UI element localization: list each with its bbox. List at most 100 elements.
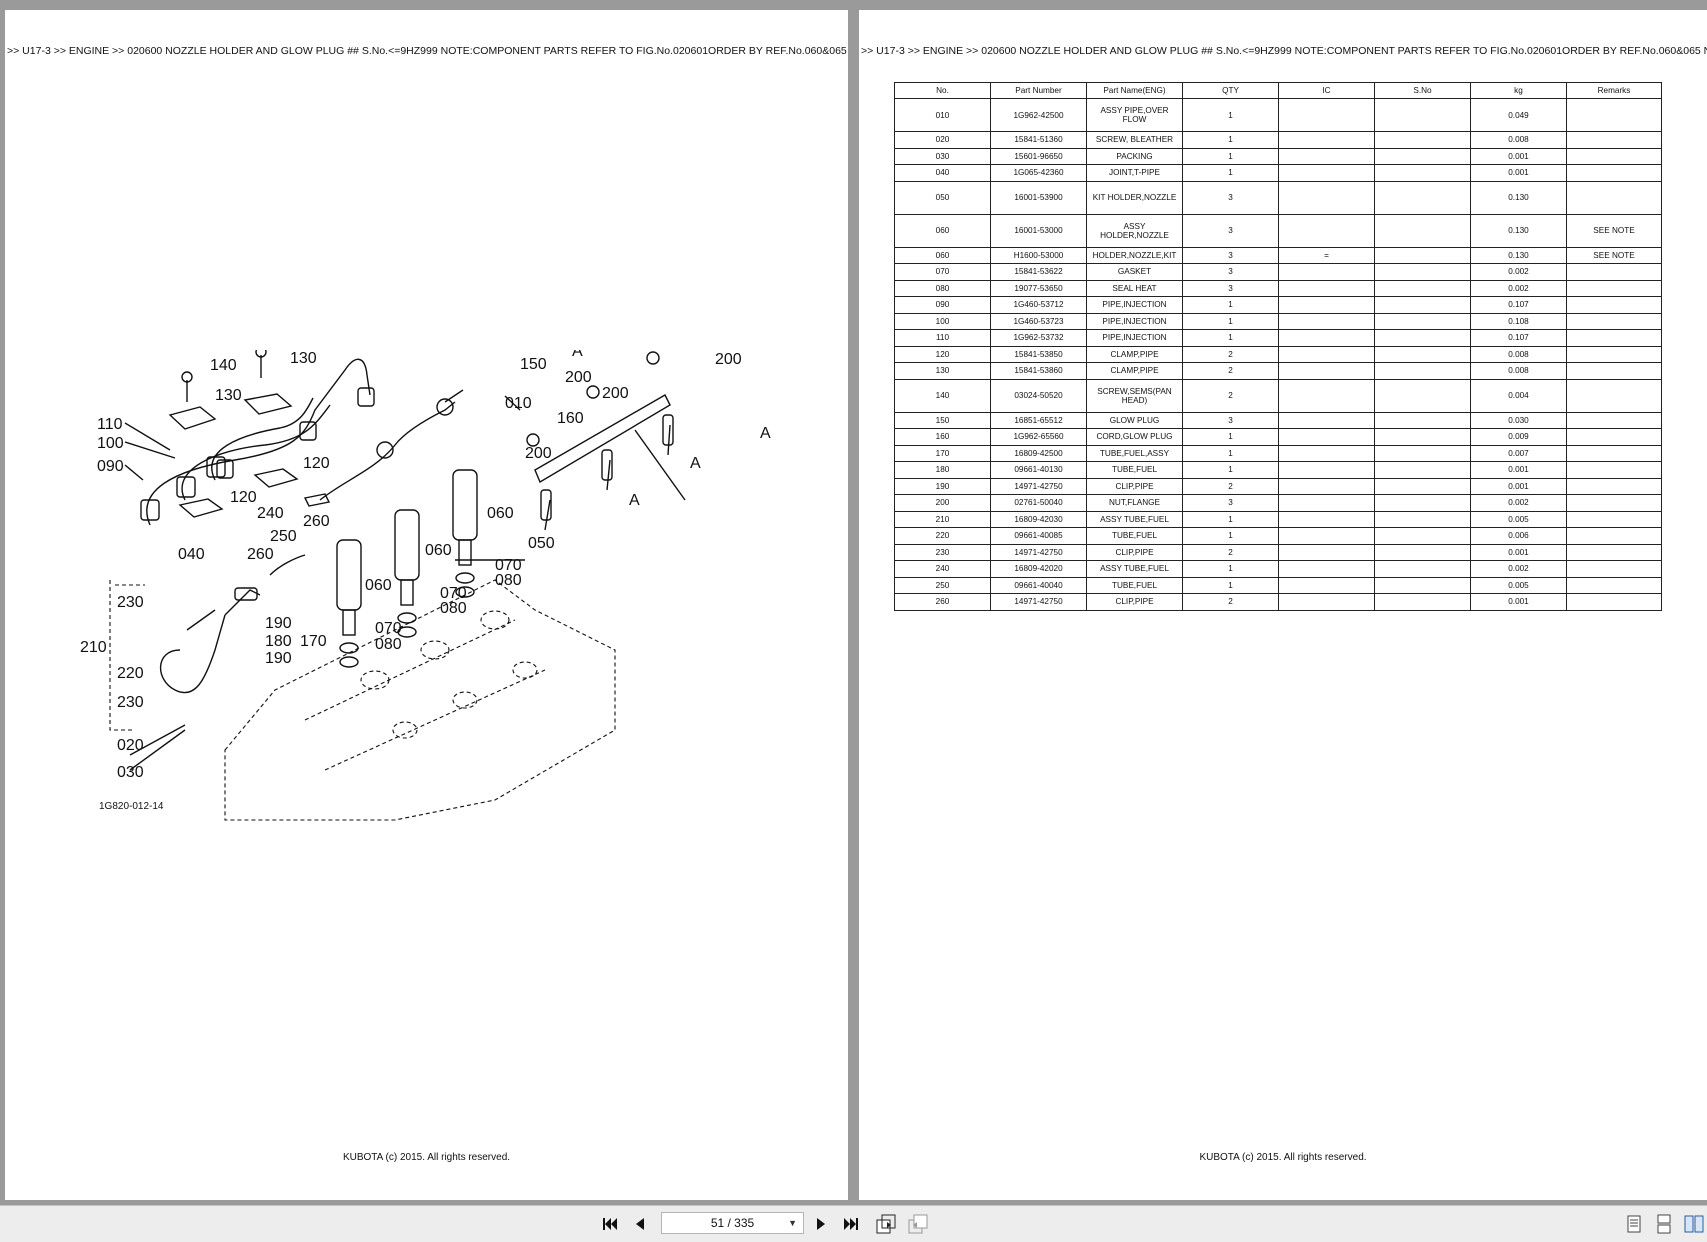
table-cell: SEAL HEAT	[1086, 279, 1183, 297]
table-cell: 14971-42750	[990, 593, 1087, 611]
table-cell: 3	[1182, 213, 1279, 248]
table-cell	[1278, 411, 1375, 429]
table-cell	[1278, 213, 1375, 248]
table-cell: 0.001	[1470, 164, 1567, 182]
table-cell	[1278, 593, 1375, 611]
table-cell: 15841-53622	[990, 263, 1087, 281]
table-cell: 0.008	[1470, 345, 1567, 363]
table-cell	[1374, 527, 1471, 545]
table-cell	[1278, 296, 1375, 314]
table-cell	[1374, 510, 1471, 528]
table-cell: 1	[1182, 444, 1279, 462]
table-cell	[1374, 494, 1471, 512]
table-cell	[1566, 543, 1662, 561]
table-cell	[1374, 131, 1471, 149]
callout: 170	[300, 633, 327, 650]
table-header-row: No. Part Number Part Name(ENG) QTY IC S.…	[894, 82, 1662, 99]
table-cell: 09661-40040	[990, 576, 1087, 594]
callout: 260	[247, 546, 274, 563]
rotate-view-button[interactable]	[874, 1212, 898, 1236]
table-cell: 1G962-53732	[990, 329, 1087, 347]
two-page-view-button[interactable]	[1682, 1212, 1706, 1236]
table-cell: 0.006	[1470, 527, 1567, 545]
callout: 040	[178, 546, 205, 563]
table-cell: 160	[894, 428, 991, 446]
column-header: Remarks	[1566, 82, 1662, 99]
first-page-button[interactable]	[598, 1212, 622, 1236]
callout: 160	[557, 410, 584, 427]
table-cell: 060	[894, 246, 991, 264]
page-number-select[interactable]: 51 / 335 ▼	[661, 1212, 804, 1234]
table-cell	[1278, 329, 1375, 347]
table-cell: 0.001	[1470, 477, 1567, 495]
callout: 200	[602, 385, 629, 402]
table-cell: 2	[1182, 378, 1279, 413]
rotate-view-alt-button[interactable]	[906, 1212, 930, 1236]
table-cell: 2	[1182, 345, 1279, 363]
last-page-button[interactable]	[839, 1212, 863, 1236]
table-cell	[1566, 411, 1662, 429]
table-cell: SEE NOTE	[1566, 246, 1662, 264]
table-cell: 16809-42500	[990, 444, 1087, 462]
table-cell: 3	[1182, 494, 1279, 512]
callout: 230	[117, 694, 144, 711]
viewer-toolbar: 51 / 335 ▼	[0, 1205, 1707, 1242]
table-cell	[1278, 131, 1375, 149]
table-cell: 060	[894, 213, 991, 248]
table-cell: 0.107	[1470, 329, 1567, 347]
callout: 080	[440, 600, 467, 617]
callout: 060	[425, 542, 452, 559]
table-cell	[1566, 560, 1662, 578]
single-page-icon	[1627, 1215, 1641, 1233]
table-cell: 0.002	[1470, 279, 1567, 297]
prev-page-button[interactable]	[628, 1212, 652, 1236]
right-page-header: >> U17-3 >> ENGINE >> 020600 NOZZLE HOLD…	[861, 45, 1707, 57]
table-cell: 0.049	[1470, 98, 1567, 132]
next-page-button[interactable]	[809, 1212, 833, 1236]
table-cell	[1566, 510, 1662, 528]
table-cell: 1	[1182, 164, 1279, 182]
table-cell	[1566, 131, 1662, 149]
table-cell: 1	[1182, 296, 1279, 314]
callout: 010	[505, 395, 532, 412]
table-cell: 170	[894, 444, 991, 462]
callout: 250	[270, 528, 297, 545]
right-page: >> U17-3 >> ENGINE >> 020600 NOZZLE HOLD…	[859, 10, 1707, 1200]
table-cell: 040	[894, 164, 991, 182]
table-cell: 14971-42750	[990, 543, 1087, 561]
single-page-view-button[interactable]	[1622, 1212, 1646, 1236]
table-cell	[1566, 362, 1662, 380]
triangle-right-icon	[817, 1218, 825, 1230]
table-cell: 0.005	[1470, 510, 1567, 528]
callout: 200	[525, 445, 552, 462]
table-cell	[1566, 98, 1662, 132]
table-cell	[1374, 180, 1471, 215]
table-cell: 020	[894, 131, 991, 149]
table-cell: TUBE,FUEL	[1086, 576, 1183, 594]
table-cell	[1566, 164, 1662, 182]
parts-table: No. Part Number Part Name(ENG) QTY IC S.…	[894, 82, 1662, 611]
table-cell: 0.004	[1470, 378, 1567, 413]
table-cell: 0.001	[1470, 543, 1567, 561]
table-cell: TUBE,FUEL	[1086, 527, 1183, 545]
table-cell	[1278, 477, 1375, 495]
table-cell: 0.001	[1470, 147, 1567, 165]
table-cell: 1	[1182, 147, 1279, 165]
table-cell: 260	[894, 593, 991, 611]
continuous-view-button[interactable]	[1652, 1212, 1676, 1236]
table-cell: ASSY TUBE,FUEL	[1086, 560, 1183, 578]
table-cell	[1566, 461, 1662, 479]
table-cell: 1	[1182, 428, 1279, 446]
table-cell: TUBE,FUEL	[1086, 461, 1183, 479]
table-cell	[1278, 279, 1375, 297]
table-cell	[1566, 345, 1662, 363]
table-cell	[1566, 263, 1662, 281]
callout: 080	[375, 636, 402, 653]
